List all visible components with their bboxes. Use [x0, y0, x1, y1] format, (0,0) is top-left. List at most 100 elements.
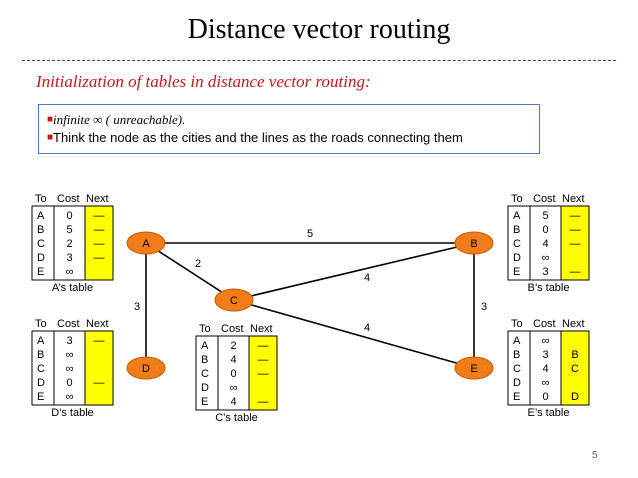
header-cost: Cost [533, 193, 556, 205]
table-cell-cost: 0 [66, 377, 72, 389]
table-cell-to: D [37, 252, 45, 264]
node-e [454, 356, 494, 380]
bullet-icon: ■ [47, 114, 54, 125]
table-cell-cost: 3 [542, 266, 548, 278]
table-cell-to: D [201, 382, 209, 394]
table-caption: A’s table [52, 282, 93, 294]
node-c [214, 288, 254, 312]
table-cell-next: — [94, 210, 105, 222]
table-cell-next: — [94, 224, 105, 236]
table-cell-to: E [513, 266, 520, 278]
routing-table-c [195, 335, 278, 411]
note-text: Think the node as the cities and the lin… [53, 130, 463, 145]
table-cell-cost: 3 [542, 349, 548, 361]
table-cell-next: — [258, 340, 269, 352]
edge-cost-label: 3 [134, 301, 140, 313]
note-item: ■infinite ∞ ( unreachable). [47, 111, 529, 129]
header-to: To [35, 318, 47, 330]
table-cell-cost: 4 [230, 354, 236, 366]
table-cell-to: E [513, 391, 520, 403]
node-label-b: B [470, 238, 477, 250]
table-cell-cost: ∞ [66, 391, 74, 403]
table-cell-cost: ∞ [542, 252, 550, 264]
page-number: 5 [592, 450, 598, 461]
table-cell-cost: 4 [230, 396, 236, 408]
table-cell-to: B [513, 349, 520, 361]
table-cell-to: A [513, 210, 521, 222]
table-cell-to: E [37, 266, 44, 278]
title-divider [22, 60, 616, 61]
slide-title: Distance vector routing [187, 14, 451, 45]
header-to: To [511, 318, 523, 330]
next-column-fill [249, 336, 277, 410]
header-to: To [35, 193, 47, 205]
edge-c-b [233, 242, 475, 301]
node-label-d: D [142, 363, 150, 375]
table-cell-to: B [513, 224, 520, 236]
table-cell-cost: 5 [66, 224, 72, 236]
edge-a-c [145, 242, 235, 301]
edge-cost-label: 4 [364, 322, 370, 334]
table-cell-cost: ∞ [542, 335, 550, 347]
table-cell-to: A [37, 210, 45, 222]
table-cell-cost: ∞ [66, 266, 74, 278]
node-b [454, 231, 494, 255]
header-to: To [199, 323, 211, 335]
header-cost: Cost [57, 318, 80, 330]
table-cell-cost: 2 [230, 340, 236, 352]
table-cell-next: — [258, 396, 269, 408]
table-cell-to: B [37, 349, 44, 361]
table-cell-next: — [94, 335, 105, 347]
table-cell-next: — [258, 368, 269, 380]
routing-table-a [31, 205, 114, 281]
table-cell-next: — [94, 377, 105, 389]
note-item: ■Think the node as the cities and the li… [47, 129, 529, 147]
table-cell-cost: 3 [66, 335, 72, 347]
table-cell-to: A [513, 335, 521, 347]
table-cell-next: — [570, 224, 581, 236]
next-column-fill [85, 206, 113, 280]
table-cell-to: C [37, 238, 45, 250]
table-caption: E’s table [528, 407, 570, 419]
table-cell-cost: 3 [66, 252, 72, 264]
table-cell-to: D [513, 377, 521, 389]
node-label-c: C [230, 295, 238, 307]
table-cell-next: — [94, 252, 105, 264]
edge-cost-label: 4 [364, 272, 370, 284]
routing-table-b [507, 205, 590, 281]
table-cell-next: — [258, 354, 269, 366]
node-a [126, 231, 166, 255]
table-cell-next: D [571, 391, 579, 403]
note-text: infinite ∞ ( unreachable). [53, 112, 186, 127]
header-next: Next [86, 193, 109, 205]
routing-table-e [507, 330, 590, 406]
table-caption: C’s table [215, 412, 258, 424]
table-cell-cost: 4 [542, 363, 548, 375]
subtitle: Initialization of tables in distance vec… [36, 72, 371, 91]
header-next: Next [250, 323, 273, 335]
table-cell-next: — [570, 266, 581, 278]
header-next: Next [562, 318, 585, 330]
table-cell-cost: 4 [542, 238, 548, 250]
header-cost: Cost [221, 323, 244, 335]
routing-table-d [31, 330, 114, 406]
header-to: To [511, 193, 523, 205]
header-next: Next [86, 318, 109, 330]
table-cell-to: C [513, 238, 521, 250]
header-next: Next [562, 193, 585, 205]
table-caption: D’s table [51, 407, 94, 419]
table-cell-next: — [94, 238, 105, 250]
table-cell-to: A [201, 340, 209, 352]
table-cell-cost: 0 [66, 210, 72, 222]
table-cell-to: E [37, 391, 44, 403]
table-cell-cost: ∞ [542, 377, 550, 389]
table-cell-to: C [37, 363, 45, 375]
header-cost: Cost [533, 318, 556, 330]
table-cell-next: B [571, 349, 578, 361]
table-caption: B’s table [528, 282, 570, 294]
table-cell-next: — [570, 210, 581, 222]
edge-cost-label: 5 [307, 228, 313, 240]
table-cell-to: E [201, 396, 208, 408]
table-cell-cost: 0 [230, 368, 236, 380]
